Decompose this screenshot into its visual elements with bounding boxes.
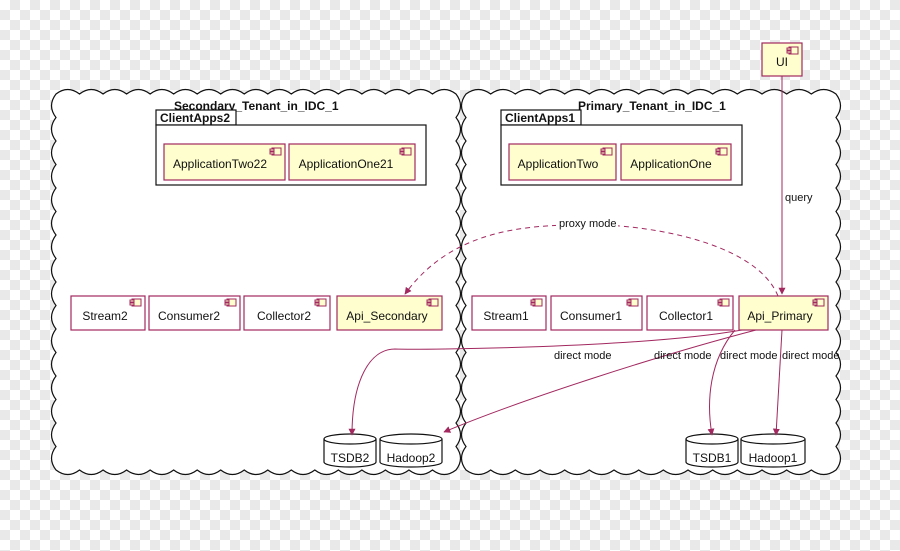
application-one-21-label: ApplicationOne21 (299, 157, 394, 171)
stream2-component[interactable]: Stream2 (70, 295, 146, 331)
collector2-label: Collector2 (257, 309, 311, 323)
direct-mode-arrow-tsdb1 (707, 329, 736, 436)
collector1-label: Collector1 (659, 309, 713, 323)
component-icon (129, 298, 142, 307)
api-primary-label: Api_Primary (747, 309, 812, 323)
api-primary-component[interactable]: Api_Primary (738, 295, 829, 331)
direct-mode-label-1: direct mode (554, 350, 611, 362)
application-two-label: ApplicationTwo (518, 157, 599, 171)
component-icon (530, 298, 543, 307)
consumer2-component[interactable]: Consumer2 (148, 295, 241, 331)
consumer1-label: Consumer1 (560, 309, 622, 323)
tsdb1-label: TSDB1 (693, 451, 732, 465)
component-icon (626, 298, 639, 307)
component-icon (269, 147, 282, 156)
component-icon (717, 298, 730, 307)
hadoop2-database[interactable]: Hadoop2 (379, 433, 443, 468)
primary-tenant-cloud (460, 88, 842, 476)
ui-label: UI (776, 55, 788, 69)
collector1-component[interactable]: Collector1 (646, 295, 734, 331)
component-icon (812, 298, 825, 307)
component-icon (224, 298, 237, 307)
proxy-mode-label: proxy mode (559, 218, 616, 230)
hadoop2-label: Hadoop2 (387, 451, 436, 465)
tsdb2-label: TSDB2 (331, 451, 370, 465)
application-one-21-component[interactable]: ApplicationOne21 (288, 143, 416, 181)
application-two-22-component[interactable]: ApplicationTwo22 (163, 143, 286, 181)
query-label: query (785, 192, 813, 204)
collector2-component[interactable]: Collector2 (243, 295, 331, 331)
stream1-component[interactable]: Stream1 (471, 295, 547, 331)
tsdb1-database[interactable]: TSDB1 (685, 433, 739, 468)
direct-mode-label-4: direct mode (782, 350, 839, 362)
query-label-bg (783, 191, 813, 204)
consumer2-label: Consumer2 (158, 309, 220, 323)
stream2-label: Stream2 (82, 309, 128, 323)
component-icon (426, 298, 439, 307)
application-one-label: ApplicationOne (630, 157, 712, 171)
application-two-component[interactable]: ApplicationTwo (508, 143, 617, 181)
hadoop1-database[interactable]: Hadoop1 (740, 433, 806, 468)
component-icon (600, 147, 613, 156)
api-secondary-component[interactable]: Api_Secondary (336, 295, 443, 331)
tsdb2-database[interactable]: TSDB2 (323, 433, 377, 468)
api-secondary-label: Api_Secondary (346, 309, 427, 323)
component-icon (314, 298, 327, 307)
secondary-tenant-cloud (50, 88, 462, 476)
component-icon (399, 147, 412, 156)
client-apps-1-label: ClientApps1 (505, 111, 575, 125)
ui-component[interactable]: UI (761, 42, 803, 77)
hadoop1-label: Hadoop1 (749, 451, 798, 465)
client-apps-2-label: ClientApps2 (160, 111, 230, 125)
consumer1-component[interactable]: Consumer1 (550, 295, 643, 331)
direct-mode-label-3: direct mode (720, 350, 777, 362)
application-two-22-label: ApplicationTwo22 (173, 157, 267, 171)
stream1-label: Stream1 (483, 309, 529, 323)
primary-tenant-label: Primary_Tenant_in_IDC_1 (578, 99, 726, 113)
component-icon (715, 147, 728, 156)
proxy-label-bg (556, 217, 618, 230)
direct-mode-arrow-tsdb2 (348, 329, 743, 436)
direct-mode-arrow-hadoop1 (772, 329, 783, 436)
direct-mode-label-2: direct mode (654, 350, 711, 362)
direct-mode-arrow-hadoop2 (443, 329, 757, 433)
application-one-component[interactable]: ApplicationOne (620, 143, 732, 181)
component-icon (786, 46, 799, 55)
